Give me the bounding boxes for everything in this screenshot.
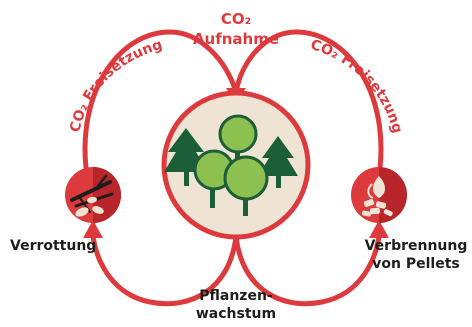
growth-label-line2: wachstum [196,306,276,322]
rotting-label: Verrottung [10,238,96,254]
burning-pellets-icon [361,176,393,217]
pellets-label-line1: Verbrennung [365,238,468,254]
pellets-label-line2: von Pellets [372,256,459,272]
arrow-bottom-to-left [90,233,239,307]
arrowhead-left [83,220,103,238]
right-release-label: CO₂ Freisetzung [309,37,406,135]
rotting-wood-icon [70,174,114,217]
arrowhead-right [369,220,389,238]
pellets-circle-shade [379,167,407,223]
co2-intake-label-line1: CO₂ [221,10,251,28]
arrow-bottom-to-right [233,233,382,307]
arrow-left-to-top [82,29,239,171]
co2-intake-label-line2: Aufnahme [193,30,279,48]
right-release-label-text: CO₂ Freisetzung [309,37,406,135]
left-release-label-text: CO₂ Freisetzung [67,37,164,134]
forest-icon [164,114,298,216]
left-release-label: CO₂ Freisetzung [67,37,164,134]
arrow-right-to-top [233,29,384,171]
growth-label-line1: Pflanzen- [199,288,273,304]
